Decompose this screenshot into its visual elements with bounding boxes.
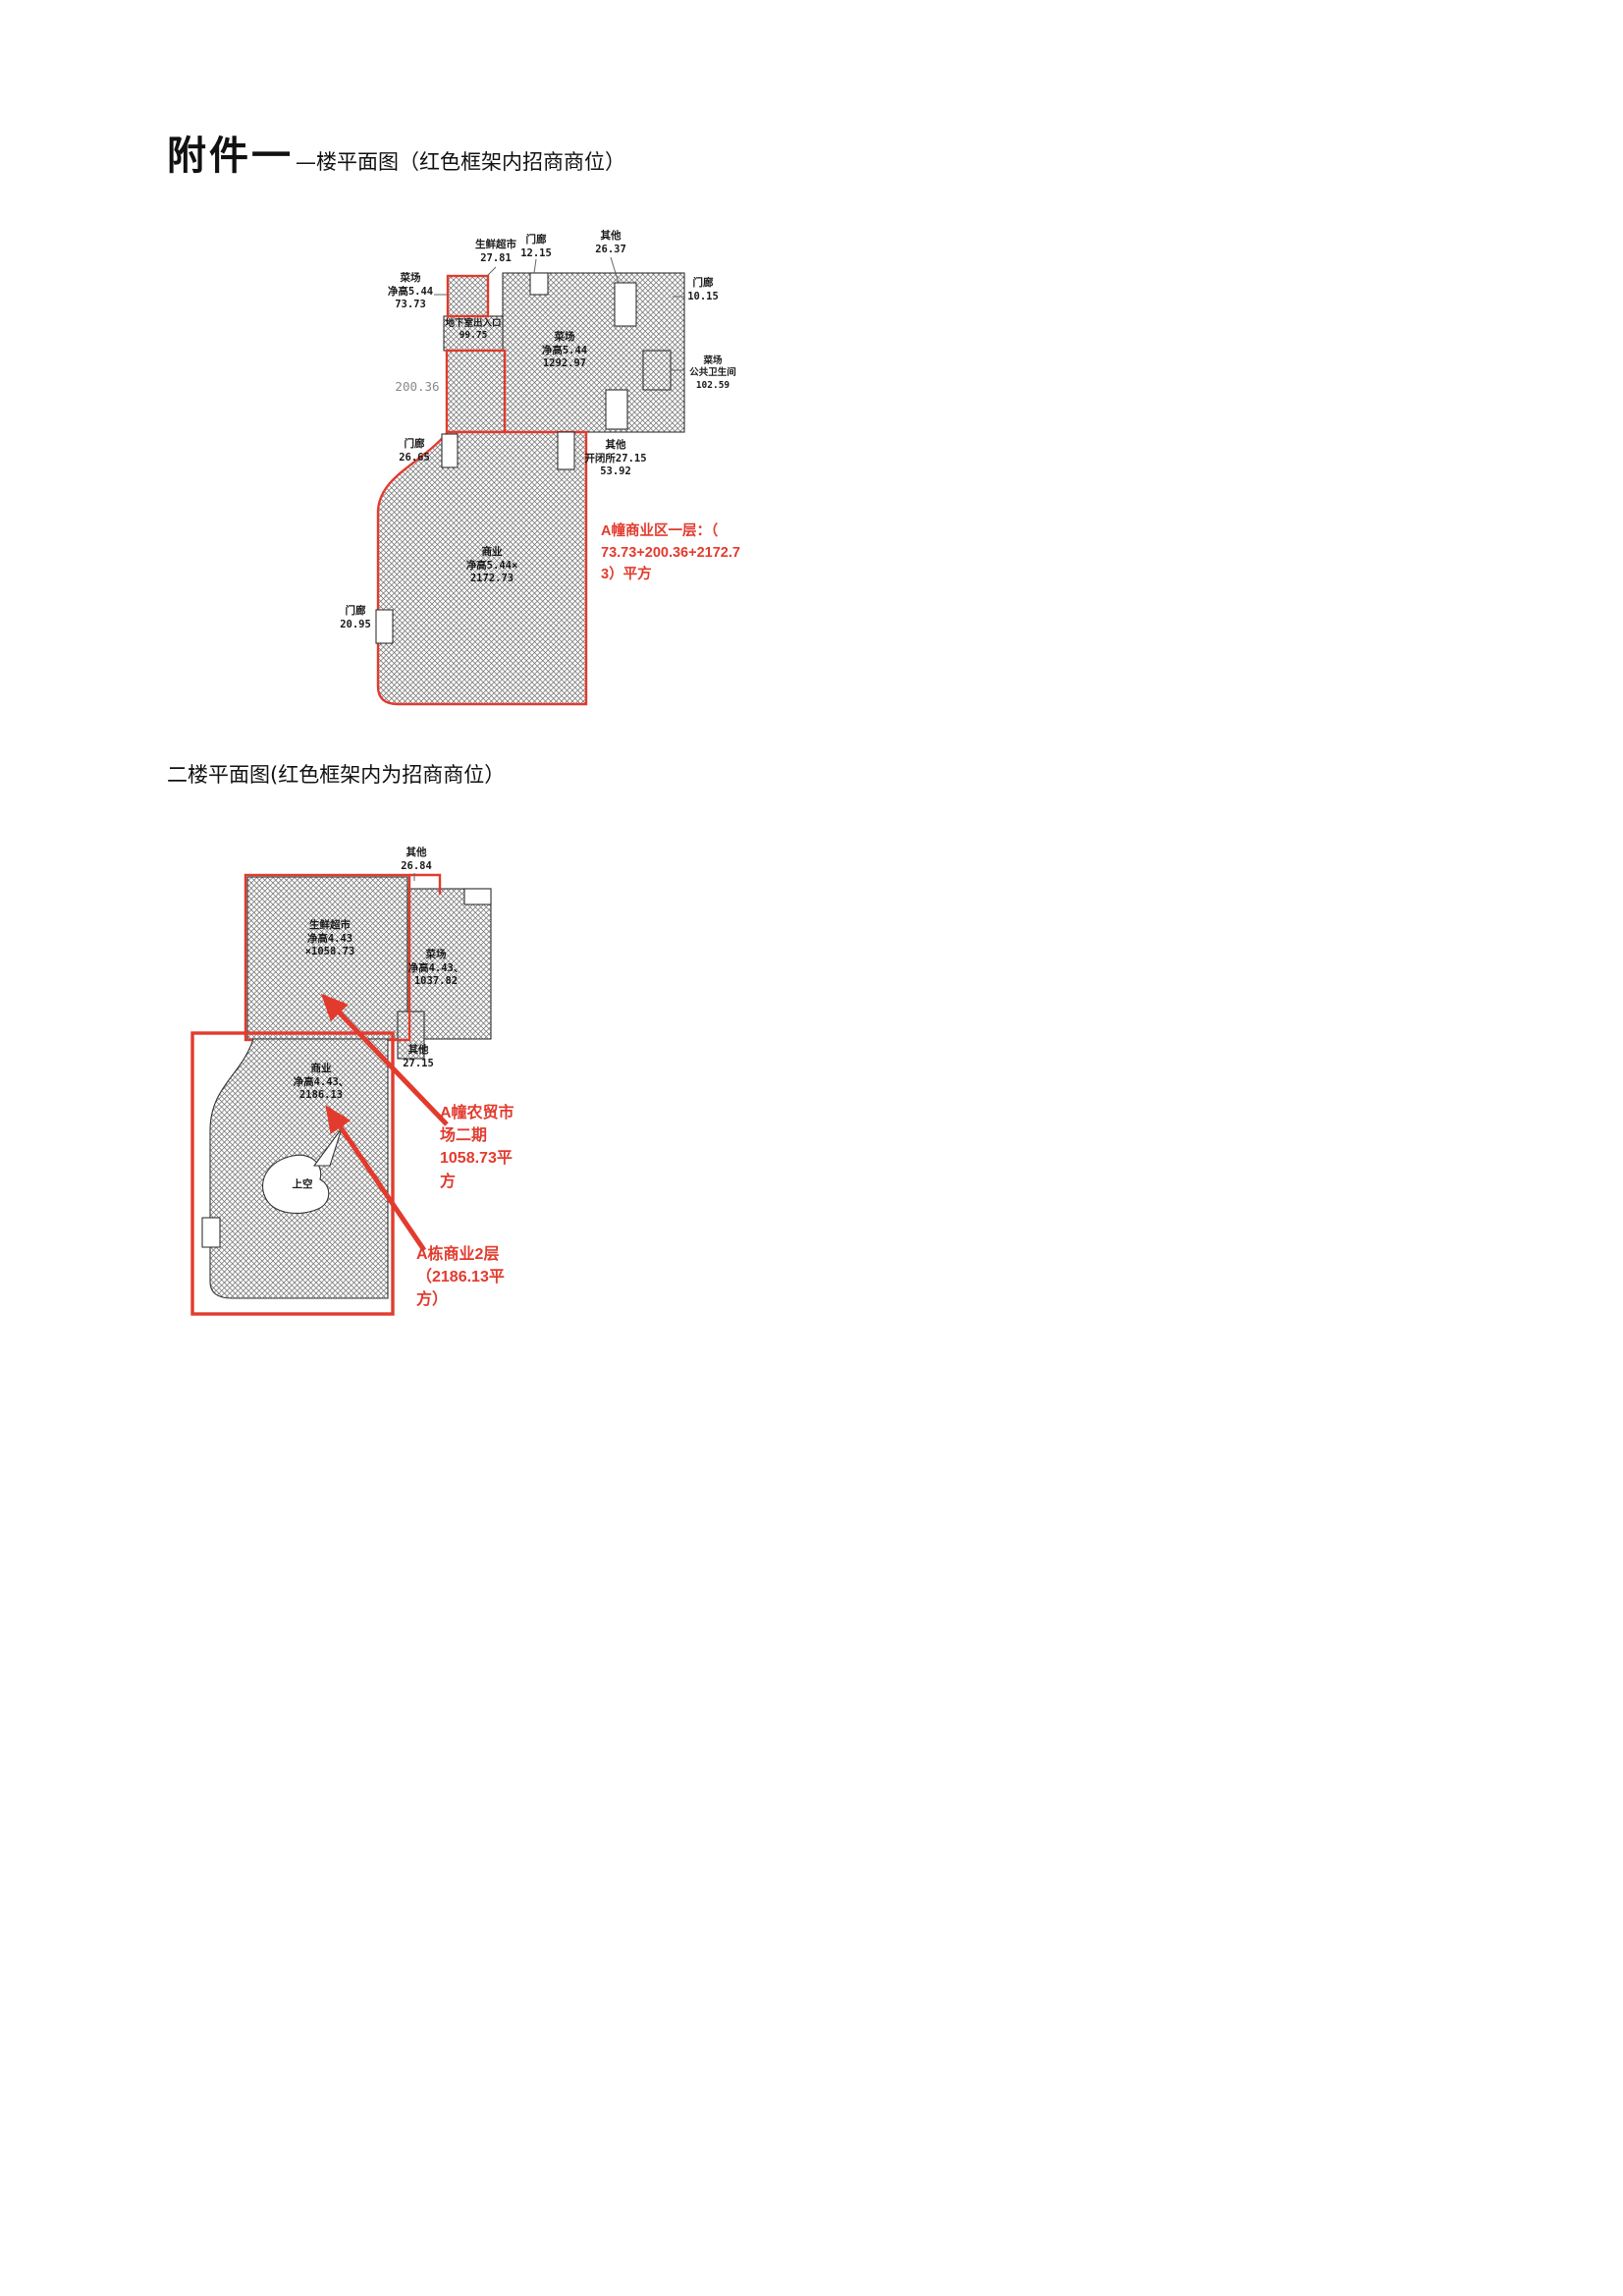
floor1-plan-title: —楼平面图（红色框架内招商商位） <box>296 150 625 174</box>
label-business2: 商业 净高4.43、 2186.13 <box>293 1063 350 1102</box>
attachment-title: 附件一 <box>167 133 294 179</box>
label-fresh-market2: 生鲜超市 净高4.43 ×1058.73 <box>304 919 355 958</box>
label-market2: 菜场 净高4.43、 1037.82 <box>407 949 464 988</box>
label-porch-left: 门廊 26.65 <box>399 438 430 464</box>
label-other-top2: 其他 26.84 <box>401 847 432 872</box>
label-public-toilet: 菜场 公共卫生间 102.59 <box>689 355 736 391</box>
floor2-void-shape <box>261 1154 330 1214</box>
floor1-area200-shape <box>445 349 507 434</box>
label-market-main: 菜场 净高5.44 1292.97 <box>541 331 588 370</box>
floor2-plan-title: 二楼平面图(红色框架内为招商商位） <box>167 763 506 787</box>
page-header: 附件一—楼平面图（红色框架内招商商位） <box>167 124 625 181</box>
floor1-hall-openings <box>529 272 637 430</box>
floor1-basement-entrance-shape <box>443 315 504 352</box>
label-void: 上空 <box>292 1178 313 1190</box>
floor1-business-shape <box>376 430 588 706</box>
floor2-connector-shape <box>397 1011 425 1060</box>
floor2-left-notch <box>201 1217 221 1248</box>
floor1-red-note: A幢商业区一层：（ 73.73+200.36+2172.7 3）平方 <box>601 523 740 582</box>
label-porch-top: 门廊 12.15 <box>520 234 552 259</box>
label-other-switch: 其他 开闭所27.15 53.92 <box>584 439 647 478</box>
floor1-leader-lines <box>434 256 685 371</box>
label-basement-entrance: 地下室出入口 99.75 <box>445 318 502 342</box>
floor2-red-note-business: A栋商业2层 （2186.13平 方） <box>416 1246 505 1309</box>
label-market-small: 菜场 净高5.44 73.73 <box>387 272 434 311</box>
label-fresh-market: 生鲜超市 27.81 <box>475 239 516 264</box>
floor2-plan-drawing <box>190 873 492 1316</box>
label-business-main: 商业 净高5.44× 2172.73 <box>465 546 518 585</box>
label-area-200: 200.36 <box>395 379 440 394</box>
floor2-void-tail <box>312 1127 343 1167</box>
label-porch-right: 门廊 10.15 <box>687 277 719 302</box>
floor2-red-hook <box>409 873 442 895</box>
floor1-plan-figure: 生鲜超市 27.81 门廊 12.15 其他 26.37 门廊 10.15 菜场… <box>324 226 756 729</box>
floor2-plan-figure: 其他 26.84 生鲜超市 净高4.43 ×1058.73 菜场 净高4.43、… <box>187 840 579 1331</box>
floor1-toilet-shape <box>642 350 672 391</box>
floor2-step-notch <box>463 888 492 905</box>
arrow-to-business <box>325 1105 427 1252</box>
label-other-top: 其他 26.37 <box>595 230 626 255</box>
label-other-mid2: 其他 27.15 <box>403 1044 434 1069</box>
floor1-plan-drawing <box>375 256 685 706</box>
label-porch-bottom: 门廊 20.95 <box>340 605 371 630</box>
floor1-red-stall-shape <box>446 274 490 318</box>
floor2-red-note-market: A幢农贸市 场二期 1058.73平 方 <box>440 1105 514 1190</box>
floor2-red-frame-lower <box>190 1031 395 1316</box>
arrow-to-fresh-market <box>320 993 449 1126</box>
floor1-door-notches <box>375 431 575 644</box>
